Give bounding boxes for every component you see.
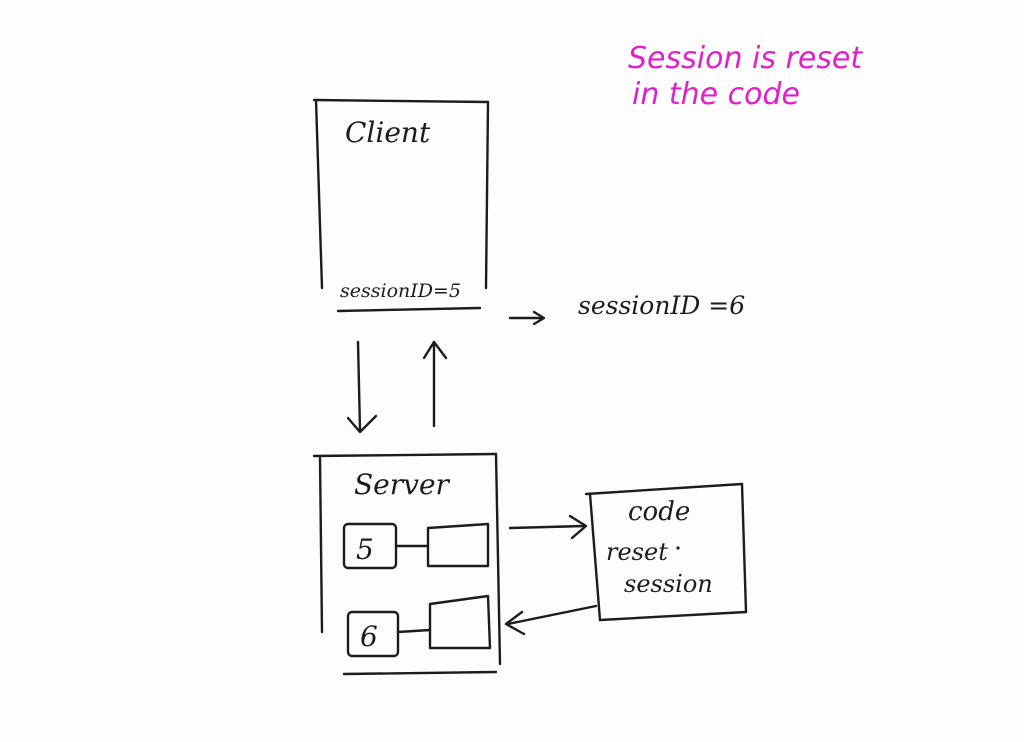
client-box-left xyxy=(314,98,324,290)
server-session-row: 5 xyxy=(342,522,490,570)
response-arrow-up xyxy=(422,340,448,428)
session-link xyxy=(396,628,432,634)
session-key-box xyxy=(346,610,400,658)
client-box-right xyxy=(484,100,490,290)
request-arrow-down xyxy=(346,340,378,434)
code-box: code reset session xyxy=(584,482,748,622)
client-box-bottom xyxy=(336,306,482,313)
note: Session is reset in the code xyxy=(628,41,863,112)
code-box-bottom xyxy=(598,610,748,622)
session-key: 6 xyxy=(360,620,378,653)
code-box-left xyxy=(588,492,602,622)
session-value-box xyxy=(428,594,492,650)
session-key: 5 xyxy=(356,533,374,566)
code-line-1: reset xyxy=(606,538,668,566)
client-box-top xyxy=(312,98,490,104)
new-session-label: sessionID =6 xyxy=(578,291,745,320)
note-line-2: in the code xyxy=(632,77,800,112)
server-box-top xyxy=(312,452,498,458)
server-box-bottom xyxy=(342,670,498,676)
server-box-left xyxy=(318,456,324,634)
client-box: Client sessionID=5 xyxy=(312,98,490,313)
code-box-top xyxy=(584,482,744,496)
code-line-2: session xyxy=(624,570,713,598)
client-session-label: sessionID=5 xyxy=(340,280,461,302)
code-dot xyxy=(676,546,680,550)
session-value-box xyxy=(426,522,490,568)
server-to-code-arrow xyxy=(508,514,588,540)
note-line-1: Session is reset xyxy=(628,41,863,76)
code-box-right xyxy=(740,482,748,614)
server-title: Server xyxy=(354,468,451,501)
server-box: Server 5 6 xyxy=(312,452,502,676)
server-box-right xyxy=(494,452,502,666)
client-title: Client xyxy=(345,116,431,149)
session-change-arrow xyxy=(508,310,546,326)
server-session-row: 6 xyxy=(346,594,492,658)
code-to-server-arrow xyxy=(504,604,598,636)
code-title: code xyxy=(628,497,690,527)
